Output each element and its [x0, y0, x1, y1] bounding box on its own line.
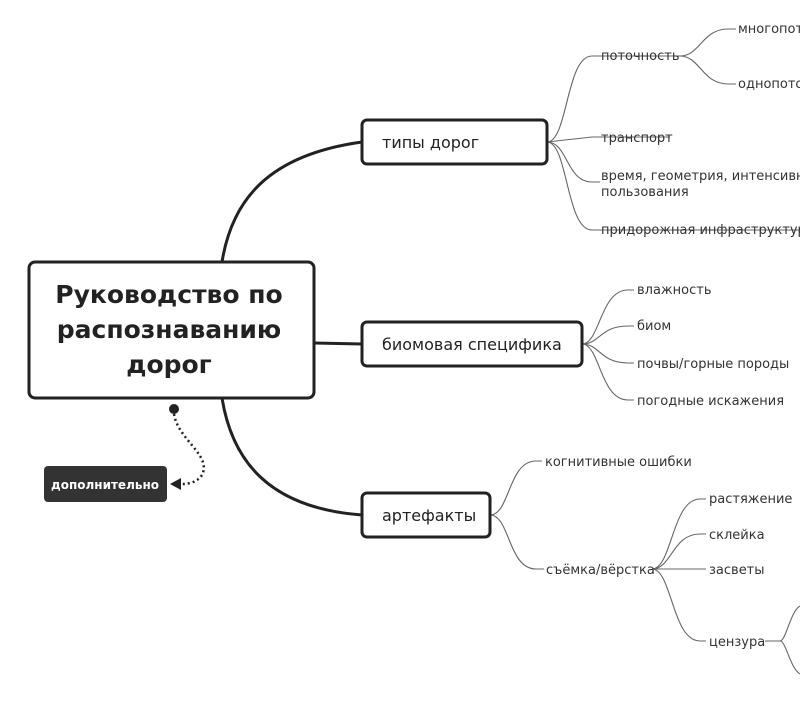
artifacts-box	[360, 491, 492, 539]
leaf-transport[interactable]: транспорт	[601, 131, 673, 146]
biome-branches	[581, 289, 634, 401]
main-connectors	[220, 140, 363, 517]
artifacts-branches	[489, 460, 800, 675]
connector-dot	[169, 404, 179, 414]
road-types-branches	[546, 28, 800, 231]
leaf-stretch[interactable]: растяжение	[709, 492, 792, 507]
leaf-humidity[interactable]: влажность	[637, 283, 711, 298]
root-title-line-2: распознаванию	[57, 315, 282, 344]
dotted-line	[172, 413, 206, 486]
leaf-single-flow[interactable]: однопото	[738, 77, 800, 92]
biome-leaves: влажность биом почвы/горные породы погод…	[637, 283, 789, 409]
biome-box	[360, 320, 584, 368]
leaf-shooting[interactable]: съёмка/вёрстка	[546, 563, 655, 578]
extra-node[interactable]: дополнительно	[44, 466, 167, 502]
connector-road-types	[220, 140, 363, 263]
connector-biome	[313, 341, 363, 346]
road-types-label: типы дорог	[382, 133, 479, 152]
connector-artifacts	[220, 397, 363, 517]
artifacts-leaves: когнитивные ошибки съёмка/вёрстка растяж…	[545, 455, 792, 650]
leaf-flow[interactable]: поточность	[601, 49, 680, 64]
leaf-censorship[interactable]: цензура	[709, 635, 765, 650]
leaf-flare[interactable]: засветы	[709, 563, 765, 578]
leaf-cognitive[interactable]: когнитивные ошибки	[545, 455, 692, 470]
leaf-soils[interactable]: почвы/горные породы	[637, 357, 789, 372]
node-artifacts[interactable]: артефакты	[360, 491, 492, 539]
arrow-head-icon	[170, 478, 181, 490]
root-title-line-3: дорог	[126, 350, 212, 379]
extra-tag-label: дополнительно	[51, 478, 159, 492]
extra-connector	[169, 404, 206, 490]
extra-tag-box	[44, 466, 167, 502]
root-title-line-1: Руководство по	[55, 280, 282, 309]
root-node[interactable]: Руководство по распознаванию дорог	[27, 260, 316, 400]
leaf-stitch[interactable]: склейка	[709, 528, 765, 543]
leaf-weather[interactable]: погодные искажения	[637, 394, 784, 409]
node-road-types[interactable]: типы дорог	[360, 118, 549, 166]
root-box	[27, 260, 316, 400]
leaf-biome[interactable]: биом	[637, 319, 671, 334]
leaf-multi-flow[interactable]: многопот	[738, 22, 800, 37]
leaf-time-geometry-line-1[interactable]: время, геометрия, интенсивно	[601, 169, 800, 184]
leaf-roadside[interactable]: придорожная инфраструктура	[601, 223, 800, 238]
road-types-box	[360, 118, 549, 166]
node-biome[interactable]: биомовая специфика	[360, 320, 584, 368]
road-types-leaves: поточность многопот однопото транспорт в…	[601, 22, 800, 238]
artifacts-label: артефакты	[382, 506, 476, 525]
leaf-time-geometry-line-2[interactable]: пользования	[601, 185, 689, 200]
biome-label: биомовая специфика	[382, 335, 562, 354]
